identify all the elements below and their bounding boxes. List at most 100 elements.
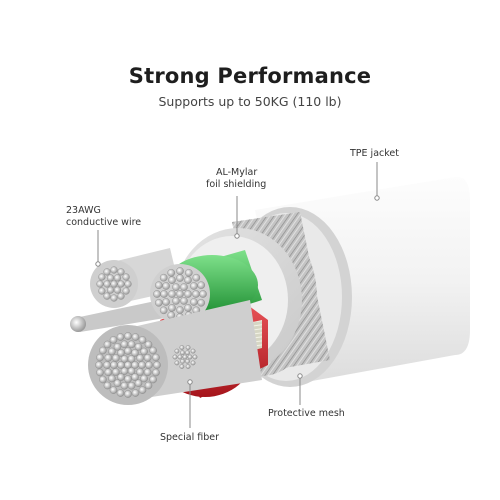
wire-strand (187, 354, 193, 360)
wire-strand (190, 360, 196, 366)
wire-strand (99, 375, 107, 384)
wire-strand (168, 304, 176, 312)
wire-strand (185, 364, 191, 369)
wire-strand (127, 340, 136, 349)
wire-strand (95, 361, 103, 369)
wire-strand (104, 368, 113, 377)
wire-strand (184, 268, 193, 277)
wire-strand (184, 304, 192, 312)
wire-strand (120, 340, 129, 349)
wire-strand (108, 347, 116, 356)
wire-strand (149, 346, 157, 355)
wire-strand (116, 389, 125, 397)
wire-strand (174, 348, 180, 354)
wire-strand (180, 350, 185, 356)
conductive-wire-large (88, 300, 262, 405)
fiber-bundle-end (171, 343, 199, 371)
wire-strand (136, 368, 144, 376)
wire-strand (180, 358, 185, 364)
green-core-strands (150, 264, 210, 324)
wire-strand (153, 290, 161, 298)
wire-strand (168, 276, 176, 284)
wire-strand (110, 294, 118, 302)
wire-strand (162, 282, 170, 290)
wire-strand (168, 290, 176, 298)
wire-strand (138, 336, 147, 344)
wire-strand (172, 297, 180, 305)
wire-strand (103, 340, 112, 349)
wire-strand (116, 333, 125, 341)
wire-strand (172, 354, 178, 360)
wire-strand (120, 367, 129, 375)
wire-strand (140, 374, 148, 383)
wire-strand (113, 286, 122, 294)
wire-strand (96, 280, 104, 288)
wire-strand (108, 374, 116, 383)
wire-strand (192, 354, 198, 360)
wire-strand (109, 386, 118, 394)
wire-strand (110, 280, 118, 288)
wire-strand (138, 386, 147, 394)
wire-strand (117, 292, 125, 300)
wire-strand (185, 345, 191, 350)
wire-strand (103, 280, 111, 288)
callout-dots (95, 195, 380, 385)
wire-strand (124, 332, 132, 340)
wire-strand (177, 354, 183, 360)
wire-strand (96, 353, 104, 362)
wire-strand (179, 345, 185, 350)
wire-strand (190, 282, 198, 290)
wire-strand (176, 306, 184, 314)
callout-text: 23AWG (66, 205, 101, 216)
wire-strand (124, 347, 132, 355)
wire-strand (131, 333, 140, 341)
wire-strand (180, 297, 188, 305)
wire-strand (134, 379, 143, 388)
wire-strand (159, 273, 168, 282)
wire-strand (112, 368, 120, 376)
wire-strand (113, 342, 122, 351)
wire-strand (185, 350, 190, 356)
wire-strand (152, 353, 160, 362)
wire-strand (106, 286, 115, 294)
wire-strand (110, 266, 118, 274)
wire-strand (190, 298, 198, 306)
wire-strand (127, 355, 136, 363)
wire-strand (110, 361, 118, 369)
wire-strand (98, 287, 106, 295)
wire-strand (185, 358, 190, 364)
callout-lines (97, 162, 378, 428)
callout-text: AL-Mylar (216, 167, 258, 178)
wire-strand (192, 290, 200, 298)
wire-strand (143, 353, 152, 362)
wire-strand (131, 349, 139, 357)
callout-special-fiber: Special fiber (160, 432, 220, 443)
wire-strand (131, 373, 139, 381)
wire-strand (127, 381, 136, 390)
wire-strand (124, 280, 132, 288)
wire-strand (184, 290, 192, 298)
wire-strand (197, 298, 205, 307)
wire-strand (104, 353, 113, 362)
wire-strand (149, 375, 157, 384)
wire-strand (117, 373, 125, 381)
wire-strand (124, 375, 132, 383)
wire-strand (131, 389, 140, 397)
callout-text: conductive wire (66, 217, 142, 228)
wire-strand (117, 349, 125, 357)
wire-strand (182, 354, 188, 360)
wire-strand (106, 274, 115, 282)
page-subtitle: Supports up to 50KG (110 lb) (158, 94, 342, 109)
wire-strand (117, 280, 125, 288)
wire-strand (144, 340, 153, 349)
wire-strand (184, 276, 192, 284)
wire-strand (179, 364, 185, 369)
wire-strand (103, 292, 111, 300)
wire-strand (124, 390, 132, 398)
page-title: Strong Performance (128, 64, 372, 88)
wire-strand (159, 306, 168, 315)
wire-strand (117, 268, 125, 276)
wire-strand (134, 342, 143, 351)
wire-strand (153, 361, 161, 369)
